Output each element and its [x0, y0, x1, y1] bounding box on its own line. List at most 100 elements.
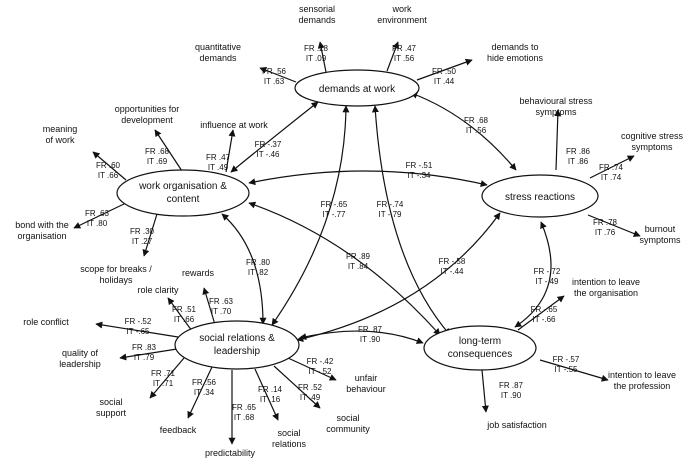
factor-long-term-consequences: long-term consequences — [423, 325, 537, 371]
coef-rewards-fr: FR .63 — [209, 297, 234, 306]
coef-stress-social-it: IT -.44 — [441, 267, 465, 276]
coef-predictability-it: IT .68 — [234, 413, 255, 422]
coef-meaning-it: IT .66 — [98, 171, 119, 180]
coef-meaning-fr: FR .60 — [96, 161, 121, 170]
indicator-meaning-of-work: meaning — [43, 124, 78, 134]
coef-feedback-fr: FR .56 — [192, 378, 217, 387]
coef-workorg-social-it: IT .82 — [248, 268, 269, 277]
coef-job-satisfaction-fr: FR .87 — [499, 381, 524, 390]
indicator-scope-breaks: holidays — [99, 275, 133, 285]
factor-label: content — [167, 194, 200, 205]
coef-burnout-fr: FR .78 — [593, 218, 618, 227]
coef-scope-it: IT .27 — [132, 237, 153, 246]
coef-behavioural-it: IT .86 — [568, 157, 589, 166]
path-demands-stress — [410, 91, 517, 171]
coef-demands-workorg-fr: FR -.37 — [255, 140, 282, 149]
indicator-sensorial-demands: demands — [298, 15, 336, 25]
path-workorg-stress — [248, 170, 488, 187]
indicator-arrows — [73, 41, 641, 445]
indicator-social-support: support — [96, 408, 127, 418]
coef-feedback-it: IT .34 — [194, 388, 215, 397]
indicator-role-conflict: role conflict — [23, 317, 69, 327]
indicator-social-community: community — [326, 424, 370, 434]
coef-bond-fr: FR .63 — [85, 209, 110, 218]
coef-cognitive-it: IT .74 — [601, 173, 622, 182]
coef-stress-longterm-it: IT -.49 — [536, 277, 560, 286]
factor-stress-reactions: stress reactions — [481, 174, 599, 218]
coef-workorg-longterm-fr: FR .89 — [346, 252, 371, 261]
coef-influence-fr: FR .47 — [206, 153, 231, 162]
indicator-social-relations: relations — [272, 439, 307, 449]
indicator-intention-leave-org: the organisation — [574, 288, 638, 298]
indicator-unfair-behaviour: unfair — [355, 373, 378, 383]
coef-sensorial-fr: FR .28 — [304, 44, 329, 53]
coef-intention-prof-it: IT -.55 — [555, 365, 579, 374]
indicator-burnout: symptoms — [639, 235, 681, 245]
coef-quantitative-it: IT .63 — [264, 77, 285, 86]
indicator-cognitive-stress: cognitive stress — [621, 131, 684, 141]
factor-label: consequences — [448, 349, 513, 360]
coef-intention-org-it: IT -.66 — [533, 315, 557, 324]
indicator-behavioural-stress: symptoms — [535, 107, 577, 117]
coef-bond-it: IT .80 — [87, 219, 108, 228]
coef-quality-fr: FR .83 — [132, 343, 157, 352]
indicator-cognitive-stress: symptoms — [631, 142, 673, 152]
coef-hide-emotions-it: IT .44 — [434, 77, 455, 86]
indicator-labels: sensorial demands work environment quant… — [15, 4, 683, 458]
coef-demands-social-it: IT -.77 — [323, 210, 347, 219]
coef-social-support-fr: FR .71 — [151, 369, 176, 378]
indicator-influence: influence at work — [200, 120, 268, 130]
coef-quantitative-fr: FR .56 — [262, 67, 287, 76]
indicator-meaning-of-work: of work — [45, 135, 75, 145]
indicator-work-environment: work — [391, 4, 412, 14]
coef-demands-stress-it: IT .56 — [466, 126, 487, 135]
coef-influence-it: IT .49 — [208, 163, 229, 172]
indicator-opportunities: development — [121, 115, 173, 125]
coef-workorg-stress-fr: FR -.51 — [406, 161, 433, 170]
indicator-unfair-behaviour: behaviour — [346, 384, 386, 394]
coef-stress-social-fr: FR -.58 — [439, 257, 466, 266]
coef-role-clarity-fr: FR .51 — [172, 305, 197, 314]
indicator-quality-leadership: quality of — [62, 348, 99, 358]
factor-label: social relations & — [199, 333, 275, 344]
path-demands-longterm — [371, 105, 451, 336]
coef-demands-longterm-fr: FR -.74 — [377, 200, 404, 209]
indicator-burnout: burnout — [645, 224, 676, 234]
path-stress-social — [296, 212, 501, 343]
indicator-intention-leave-profession: the profession — [614, 381, 671, 391]
coef-burnout-it: IT .76 — [595, 228, 616, 237]
coef-demands-social-fr: FR -.65 — [321, 200, 348, 209]
factor-label: work organisation & — [138, 181, 227, 192]
coef-social-relations-it: IT .16 — [260, 395, 281, 404]
coef-role-conflict-fr: FR -.52 — [125, 317, 152, 326]
factor-label: leadership — [214, 346, 261, 357]
factor-work-organisation-content: work organisation & content — [116, 169, 250, 217]
coef-demands-longterm-it: IT -.79 — [379, 210, 403, 219]
coef-work-env-fr: FR .47 — [392, 44, 417, 53]
factor-label: stress reactions — [505, 192, 575, 203]
coef-social-longterm-fr: FR .87 — [358, 325, 383, 334]
coef-job-satisfaction-it: IT .90 — [501, 391, 522, 400]
coef-sensorial-it: IT .09 — [306, 54, 327, 63]
indicator-social-relations: social — [277, 428, 300, 438]
coef-demands-stress-fr: FR .68 — [464, 116, 489, 125]
coef-social-community-fr: FR .52 — [298, 383, 323, 392]
coef-work-env-it: IT .56 — [394, 54, 415, 63]
indicator-hide-emotions: hide emotions — [487, 53, 544, 63]
coef-social-relations-fr: FR .14 — [258, 385, 283, 394]
coef-opportunities-it: IT .69 — [147, 157, 168, 166]
indicator-behavioural-stress: behavioural stress — [519, 96, 593, 106]
coef-workorg-stress-it: IT -.34 — [408, 171, 432, 180]
indicator-intention-leave-profession: intention to leave — [608, 370, 676, 380]
coef-demands-workorg-it: IT -.46 — [257, 150, 281, 159]
indicator-social-community: social — [336, 413, 359, 423]
coef-cognitive-fr: FR .74 — [599, 163, 624, 172]
coef-social-support-it: IT .71 — [153, 379, 174, 388]
indicator-bond-organisation: bond with the — [15, 220, 69, 230]
coef-predictability-fr: FR .65 — [232, 403, 257, 412]
indicator-job-satisfaction: job satisfaction — [486, 420, 547, 430]
path-coefficients: FR .28 IT .09 FR .47 IT .56 FR .56 IT .6… — [85, 44, 624, 422]
indicator-feedback: feedback — [160, 425, 197, 435]
indicator-intention-leave-org: intention to leave — [572, 277, 640, 287]
